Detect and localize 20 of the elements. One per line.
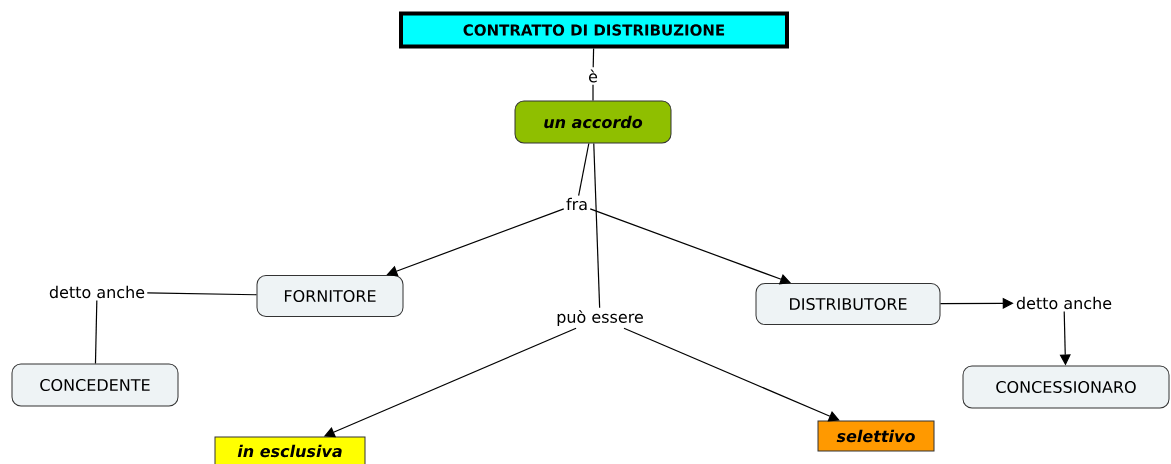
arrow	[623, 327, 840, 422]
linking-phrase: detto anche	[49, 285, 145, 299]
connector-line	[593, 142, 601, 309]
connector-line	[94, 299, 98, 365]
concept-box: FORNITORE	[256, 275, 404, 317]
concept-box: selettivo	[817, 420, 935, 452]
linking-phrase: fra	[566, 197, 587, 211]
concept-box: in esclusiva	[214, 436, 366, 464]
title-box: CONTRATTO DI DISTRIBUZIONE	[399, 11, 789, 49]
linking-phrase: è	[588, 69, 598, 83]
linking-phrase: detto anche	[1016, 296, 1112, 310]
connector-line	[592, 47, 595, 68]
concept-box: CONCEDENTE	[11, 363, 179, 407]
concept-box: DISTRIBUTORE	[755, 283, 941, 325]
concept-box: un accordo	[514, 100, 672, 144]
connector-line	[578, 142, 590, 197]
connector-line	[146, 292, 258, 296]
linking-phrase: può essere	[557, 309, 643, 327]
connector-line	[592, 84, 594, 102]
concept-box: CONCESSIONARO	[962, 365, 1170, 409]
